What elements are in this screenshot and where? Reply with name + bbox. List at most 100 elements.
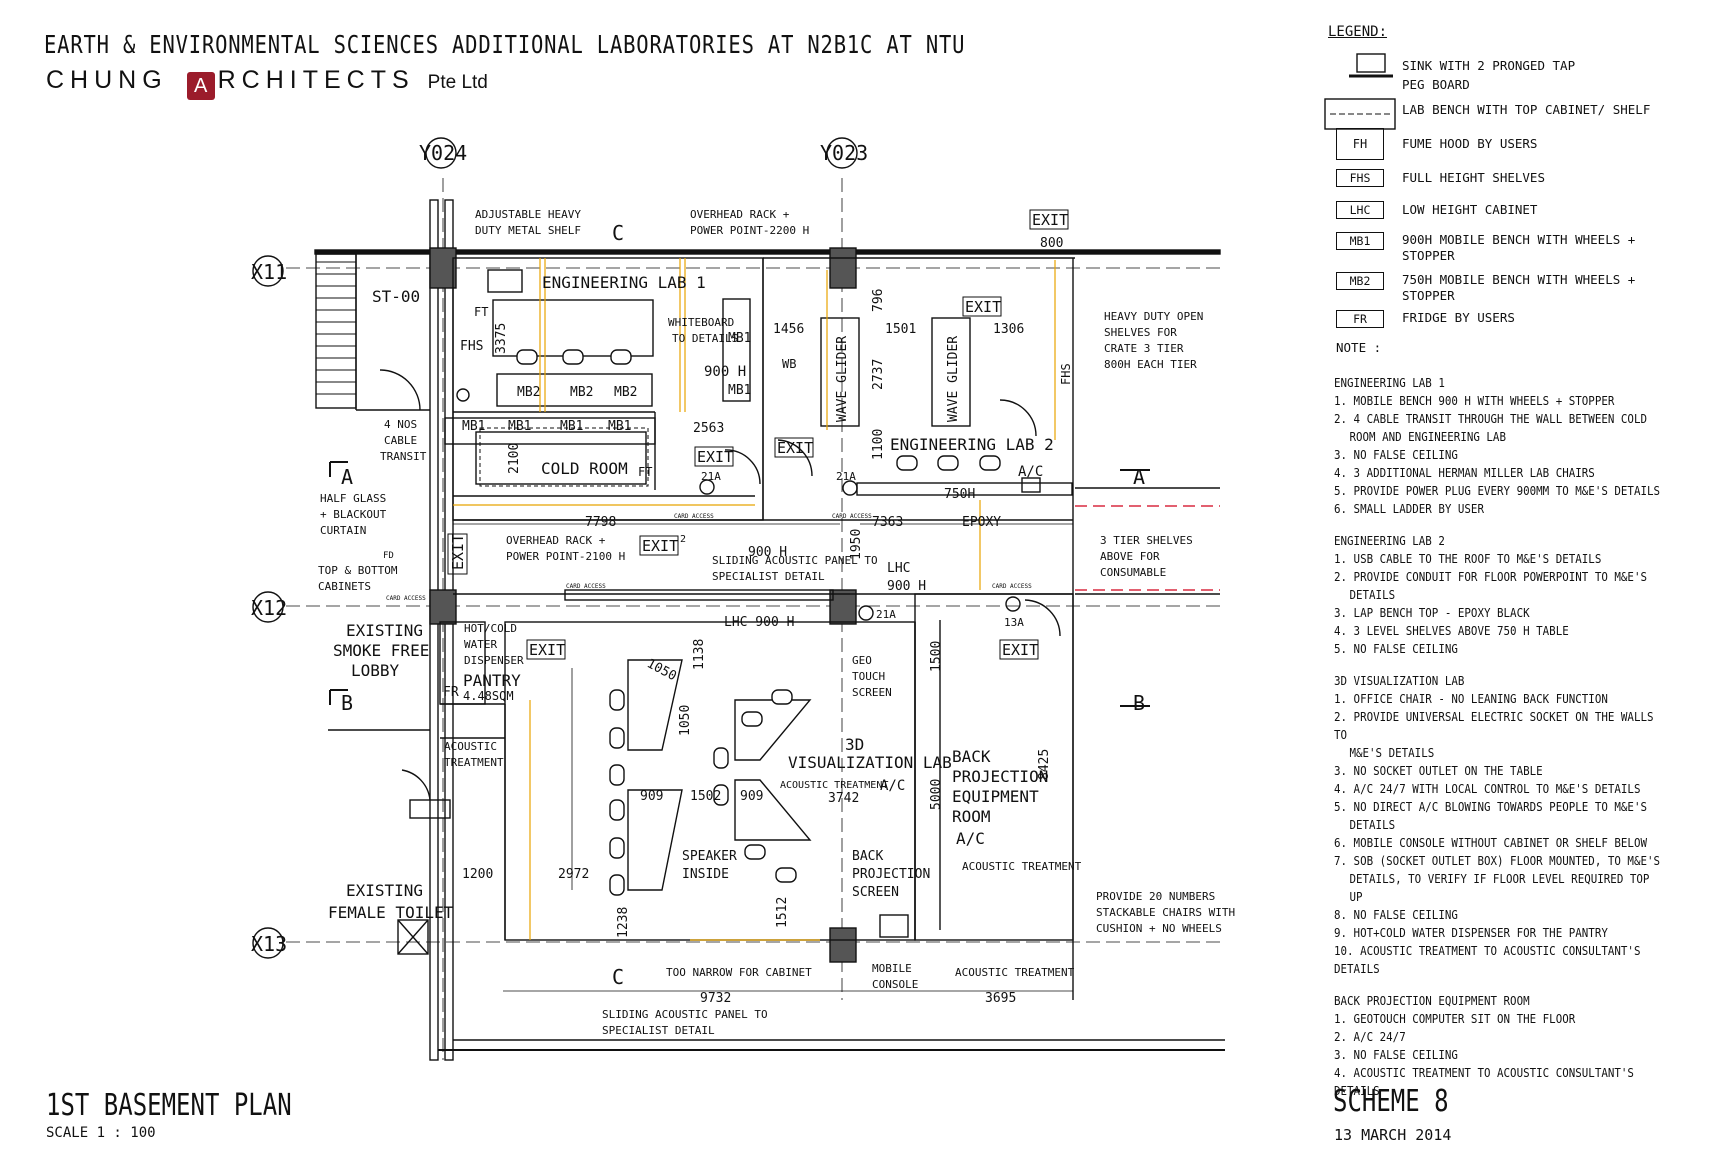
dim-1138: 1138 xyxy=(692,639,707,670)
bench-mb1-5: MB1 xyxy=(728,331,751,346)
label-card-4: CARD ACCESS xyxy=(992,583,1032,590)
label-overhead-2200-2: POWER POINT-2200 H xyxy=(690,224,809,237)
label-lhc-900b-2: 900 H xyxy=(887,579,926,594)
note-item: 3. NO FALSE CEILING xyxy=(1334,447,1458,462)
wave-glider-2: WAVE GLIDER xyxy=(946,336,961,422)
dim-1950: 1950 xyxy=(849,529,864,560)
label-heavy-shelves-4: 800H EACH TIER xyxy=(1104,358,1197,371)
label-hot-cold-2: WATER xyxy=(464,638,497,651)
label-too-narrow: TOO NARROW FOR CABINET xyxy=(666,966,812,979)
label-speaker-2: INSIDE xyxy=(682,867,729,882)
label-21a-3: 21A xyxy=(876,608,896,621)
label-speaker-1: SPEAKER xyxy=(682,849,737,864)
section-a-right: A xyxy=(1133,465,1145,489)
label-geo-touch-1: GEO xyxy=(852,654,872,667)
legend-item-sink: SINK WITH 2 PRONGED TAP xyxy=(1402,58,1576,73)
label-back-screen-3: SCREEN xyxy=(852,885,899,900)
dim-2972: 2972 xyxy=(558,867,589,882)
legend: LEGEND: SINK WITH 2 PRONGED TAP PEG BOAR… xyxy=(1314,24,1714,355)
label-adj-shelf-2: DUTY METAL SHELF xyxy=(475,224,581,237)
label-fr: FR xyxy=(443,685,459,700)
label-900h-b: 900 H xyxy=(704,364,746,380)
room-eng-lab1: ENGINEERING LAB 1 xyxy=(542,273,706,292)
dim-909-a: 909 xyxy=(640,789,663,804)
label-geo-touch-3: SCREEN xyxy=(852,686,892,699)
room-back-proj-1: BACK xyxy=(952,747,991,766)
project-title: EARTH & ENVIRONMENTAL SCIENCES ADDITIONA… xyxy=(44,30,966,59)
label-lhc-900b-1: LHC xyxy=(887,561,910,576)
scheme-label: SCHEME 8 xyxy=(1333,1084,1449,1119)
note-item: 1. USB CABLE TO THE ROOF TO M&E'S DETAIL… xyxy=(1334,551,1602,566)
grid-x12: X12 xyxy=(251,596,287,620)
section-a-left: A xyxy=(341,465,353,489)
label-cable-transit-1: 4 NOS xyxy=(384,418,417,431)
legend-item-pegboard: PEG BOARD xyxy=(1402,77,1470,92)
label-sliding-panel-2: SPECIALIST DETAIL xyxy=(712,570,825,583)
label-acoustic-1: ACOUSTIC xyxy=(444,740,497,753)
exit-sign-2: EXIT xyxy=(965,298,1001,316)
legend-symbol-fh: FH xyxy=(1336,128,1384,160)
note-item: 2. 4 CABLE TRANSIT THROUGH THE WALL BETW… xyxy=(1334,411,1647,426)
legend-item-fhs: FULL HEIGHT SHELVES xyxy=(1402,170,1545,185)
label-epoxy: EPOXY xyxy=(962,515,1001,530)
label-overhead-2100-1: OVERHEAD RACK + xyxy=(506,534,606,547)
bench-mb1-4: MB1 xyxy=(608,419,631,434)
grid-x11: X11 xyxy=(251,260,287,284)
room-viz-lab-2: VISUALIZATION LAB xyxy=(788,753,952,772)
label-fhs: FHS xyxy=(460,339,483,354)
grid-x13: X13 xyxy=(251,932,287,956)
wave-glider-1: WAVE GLIDER xyxy=(835,336,850,422)
room-eng-lab2: ENGINEERING LAB 2 xyxy=(890,435,1054,454)
grid-y024: Y024 xyxy=(419,141,467,165)
note-item: 3. LAP BENCH TOP - EPOXY BLACK xyxy=(1334,605,1530,620)
label-heavy-shelves-2: SHELVES FOR xyxy=(1104,326,1177,339)
room-back-proj-5: A/C xyxy=(956,829,985,848)
label-heavy-shelves-1: HEAVY DUTY OPEN xyxy=(1104,310,1203,323)
label-cable-transit-3: TRANSIT xyxy=(380,450,427,463)
label-three-tier-1: 3 TIER SHELVES xyxy=(1100,534,1193,547)
note-item: DETAILS xyxy=(1349,587,1396,602)
label-acoustic-treat-a: ACOUSTIC TREATMENT xyxy=(780,780,888,791)
bench-mb1-2: MB1 xyxy=(508,419,531,434)
label-stackable-3: CUSHION + NO WHEELS xyxy=(1096,922,1222,935)
label-back-screen-2: PROJECTION xyxy=(852,867,930,882)
label-superscript-2: 2 xyxy=(680,534,686,545)
label-top-bottom-2: CABINETS xyxy=(318,580,371,593)
note-item: 5. NO DIRECT A/C BLOWING TOWARDS PEOPLE … xyxy=(1334,799,1647,814)
legend-item-labbench: LAB BENCH WITH TOP CABINET/ SHELF xyxy=(1402,102,1651,117)
note-section-title: ENGINEERING LAB 1 xyxy=(1334,375,1445,390)
room-pantry: PANTRY xyxy=(463,671,521,690)
dim-800: 800 xyxy=(1040,236,1063,251)
label-900h: 900 H xyxy=(748,545,787,560)
legend-item-mb2-cont: STOPPER xyxy=(1402,288,1455,303)
firm-logo-icon: A xyxy=(186,72,215,100)
room-female-toilet-1: EXISTING xyxy=(346,881,423,900)
label-sliding-panel2-2: SPECIALIST DETAIL xyxy=(602,1024,715,1037)
dim-3742: 3742 xyxy=(828,791,859,806)
label-21a-2: 21A xyxy=(836,470,856,483)
firm-suffix: Pte Ltd xyxy=(427,72,488,93)
label-acoustic-2: TREATMENT xyxy=(444,756,504,769)
label-ac2: A/C xyxy=(880,778,905,794)
label-stackable-2: STACKABLE CHAIRS WITH xyxy=(1096,906,1235,919)
legend-heading: LEGEND: xyxy=(1328,24,1388,40)
dim-3375: 3375 xyxy=(494,323,509,354)
label-mobile-console-2: CONSOLE xyxy=(872,978,918,991)
bench-mb1-1: MB1 xyxy=(462,419,485,434)
note-item: 9. HOT+COLD WATER DISPENSER FOR THE PANT… xyxy=(1334,925,1608,940)
legend-symbols xyxy=(1324,53,1396,130)
note-item: 2. A/C 24/7 xyxy=(1334,1029,1406,1044)
label-13a: 13A xyxy=(1004,616,1024,629)
label-heavy-shelves-3: CRATE 3 TIER xyxy=(1104,342,1184,355)
dim-1306: 1306 xyxy=(993,322,1024,337)
dim-1502: 1502 xyxy=(690,789,721,804)
dim-5000: 5000 xyxy=(929,779,944,810)
note-item: 4. 3 ADDITIONAL HERMAN MILLER LAB CHAIRS xyxy=(1334,465,1595,480)
dim-2563: 2563 xyxy=(693,421,724,436)
section-b-left: B xyxy=(341,691,353,715)
legend-symbol-mb2: MB2 xyxy=(1336,272,1384,290)
dim-8425: 8425 xyxy=(1037,749,1052,780)
label-card-2: CARD ACCESS xyxy=(832,513,872,520)
